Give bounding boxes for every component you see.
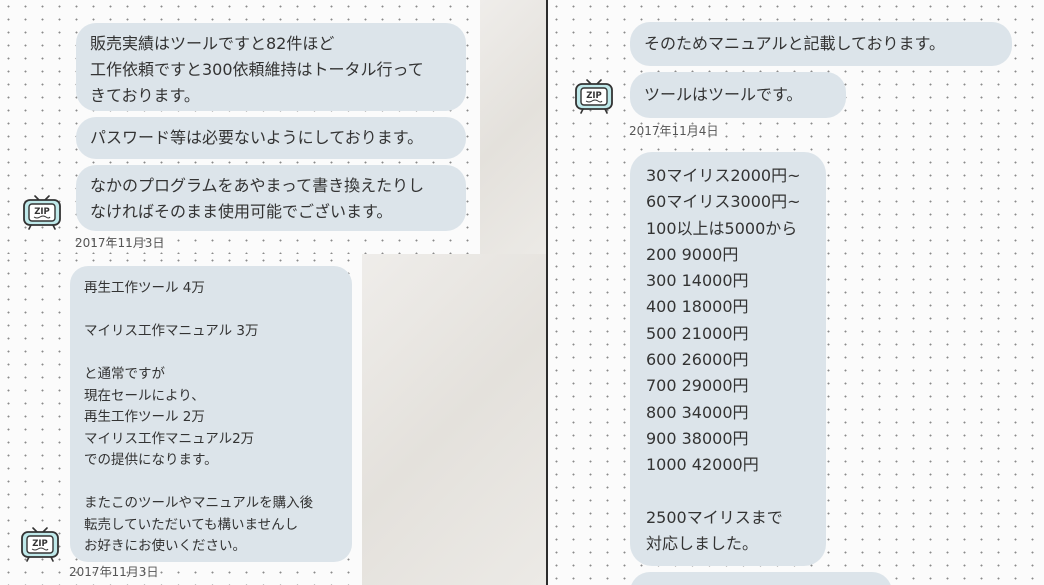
chat-panel-left-top: 販売実績はツールですと82件ほど 工作依頼ですと300依頼維持はトータル行って … <box>0 0 480 254</box>
message-bubble: ツールはツールです。 <box>630 72 846 118</box>
message-bubble: そのためマニュアルと記載しております。 <box>630 22 1012 66</box>
zip-tv-icon: ZIP <box>21 527 59 562</box>
chat-panel-right: そのためマニュアルと記載しております。 ツールはツールです。 ZIP 2017年… <box>548 0 1044 585</box>
background-texture-top <box>480 0 548 254</box>
message-bubble: なかのプログラムをあやまって書き換えたりし なければそのまま使用可能でございます… <box>76 165 466 231</box>
message-bubble: 30マイリス2000円~ 60マイリス3000円~ 100以上は5000から 2… <box>630 152 826 566</box>
message-bubble: 販売実績はツールですと82件ほど 工作依頼ですと300依頼維持はトータル行って … <box>76 23 466 111</box>
zip-tv-icon: ZIP <box>23 195 61 230</box>
date-stamp: 2017年11月4日 <box>629 124 719 138</box>
date-stamp: 2017年11月3日 <box>69 565 159 579</box>
avatar-label: ZIP <box>34 207 50 217</box>
avatar-label: ZIP <box>32 539 48 549</box>
message-bubble: パスワード等は必要ないようにしております。 <box>76 117 466 159</box>
date-stamp: 2017年11月3日 <box>75 236 165 250</box>
chat-panel-left-bottom: 再生工作ツール 4万 マイリス工作マニュアル 3万 と通常ですが 現在セールによ… <box>0 254 362 585</box>
background-texture-center <box>362 254 548 585</box>
avatar-label: ZIP <box>586 91 602 101</box>
message-bubble-partial <box>630 572 892 585</box>
message-bubble: 再生工作ツール 4万 マイリス工作マニュアル 3万 と通常ですが 現在セールによ… <box>70 266 352 562</box>
zip-tv-icon: ZIP <box>575 79 613 114</box>
panel-divider-vertical <box>546 0 549 585</box>
